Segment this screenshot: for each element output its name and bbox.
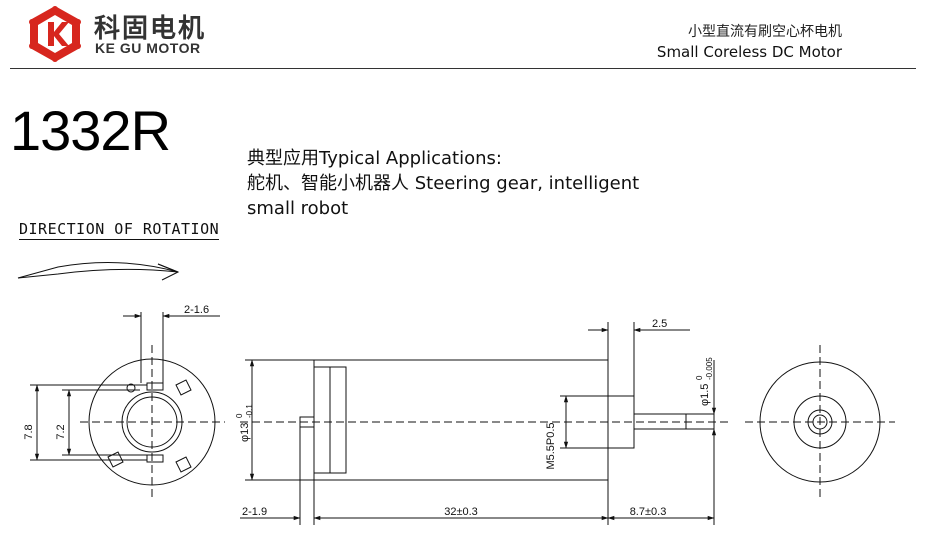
product-category-en: Small Coreless DC Motor	[656, 43, 842, 61]
dim-shaft-diameter: φ1.5 0 -0.005	[695, 357, 714, 406]
rotation-label: DIRECTION OF ROTATION	[19, 220, 220, 240]
dim-body-length: 32±0.3	[444, 506, 478, 518]
dim-shaft-pitch: 2.5	[652, 318, 667, 330]
dim-rear-terminal: 2-1.9	[242, 506, 267, 518]
applications-block: 典型应用Typical Applications: 舵机、智能小机器人 Stee…	[247, 146, 677, 221]
brand-logo	[29, 6, 81, 62]
header-divider	[10, 68, 916, 69]
dim-height-inner: 7.2	[55, 424, 67, 439]
dim-shaft-length: 8.7±0.3	[630, 506, 667, 518]
dim-shaft-diameter-base: φ1.5	[699, 384, 711, 406]
product-category-cn: 小型直流有刷空心杯电机	[688, 24, 842, 40]
applications-title: 典型应用Typical Applications:	[247, 148, 502, 169]
dim-thread: M5.5P0.5	[545, 422, 557, 469]
dim-body-diameter-tol-top: 0	[235, 413, 244, 418]
dim-shaft-diameter-tol-top: 0	[695, 375, 704, 380]
dim-body-diameter-tol-bottom: -0.1	[245, 404, 254, 418]
dim-terminal-pitch: 2-1.6	[184, 304, 209, 316]
applications-line: 舵机、智能小机器人 Steering gear, intelligent	[247, 173, 640, 194]
side-view	[240, 322, 730, 525]
brand-name-en: KE GU MOTOR	[95, 40, 201, 56]
end-view-left	[30, 312, 225, 500]
brand-name-cn: 科固电机	[94, 14, 207, 44]
dim-shaft-diameter-tol-bottom: -0.005	[705, 357, 714, 380]
dim-height-outer: 7.8	[23, 424, 35, 439]
model-number: 1332R	[10, 99, 171, 162]
dim-body-diameter: φ13 0 -0.1	[235, 404, 254, 442]
dim-body-diameter-base: φ13	[239, 423, 251, 442]
logo-mark-icon	[29, 6, 81, 62]
end-view-right	[745, 345, 895, 500]
applications-line: small robot	[247, 198, 349, 219]
rotation-arrow-icon	[17, 262, 180, 281]
